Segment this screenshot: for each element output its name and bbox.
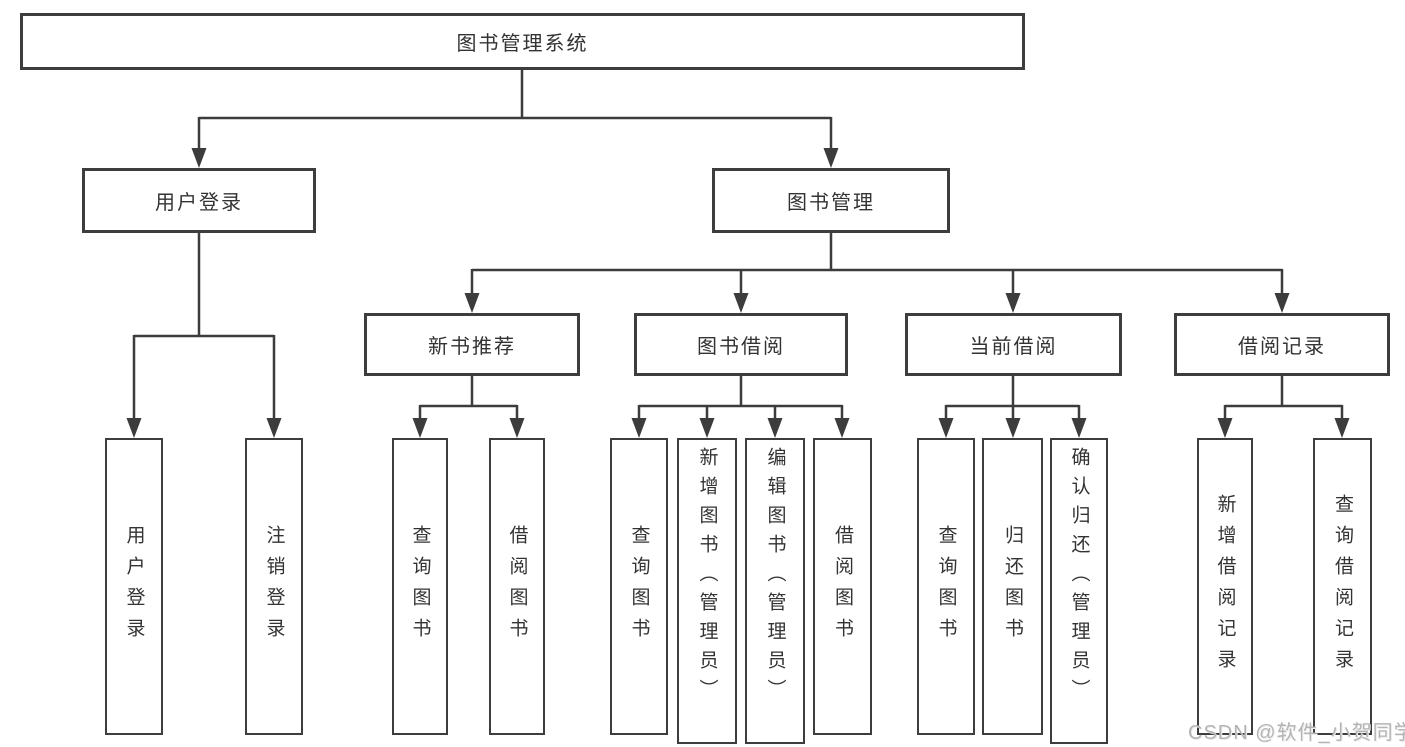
leaf-logout-label: 注销登录 — [263, 524, 285, 649]
leaf-confirm-return-admin: 确认归还（管理员） — [1050, 438, 1108, 744]
arrowhead — [834, 418, 850, 438]
arrowhead — [699, 418, 715, 438]
leaf-query-books-recommend: 查询图书 — [392, 438, 448, 735]
node-current-borrow-label: 当前借阅 — [969, 336, 1058, 358]
arrowhead — [1005, 293, 1021, 313]
leaf-query-books-current-label: 查询图书 — [935, 524, 957, 649]
arrowhead — [464, 293, 480, 313]
arrowhead — [1005, 418, 1021, 438]
node-current-borrow: 当前借阅 — [905, 313, 1122, 376]
leaf-confirm-return-admin-label: 确认归还（管理员） — [1068, 447, 1090, 708]
leaf-logout: 注销登录 — [245, 438, 303, 735]
arrowhead — [509, 418, 525, 438]
node-borrow-records-label: 借阅记录 — [1238, 336, 1326, 358]
leaf-borrow-books-recommend-label: 借阅图书 — [506, 524, 528, 649]
connector-book-management-branch — [470, 233, 1284, 295]
node-book-borrow: 图书借阅 — [634, 313, 848, 376]
arrowhead — [823, 148, 839, 168]
leaf-query-books-recommend-label: 查询图书 — [409, 524, 431, 649]
arrowhead — [126, 418, 142, 438]
leaf-add-book-admin: 新增图书（管理员） — [677, 438, 737, 744]
node-new-book-recommend: 新书推荐 — [364, 313, 580, 376]
arrowhead — [1071, 418, 1087, 438]
arrowhead — [631, 418, 647, 438]
leaf-borrow-books-borrow: 借阅图书 — [813, 438, 872, 735]
leaf-query-books-borrow-label: 查询图书 — [628, 524, 650, 649]
node-book-management: 图书管理 — [712, 168, 950, 233]
leaf-return-book: 归还图书 — [982, 438, 1043, 735]
leaf-query-books-current: 查询图书 — [917, 438, 975, 735]
arrowhead — [412, 418, 428, 438]
node-book-borrow-label: 图书借阅 — [697, 336, 785, 358]
leaf-query-books-borrow: 查询图书 — [610, 438, 668, 735]
leaf-add-book-admin-label: 新增图书（管理员） — [696, 447, 718, 708]
arrowhead — [733, 293, 749, 313]
arrowhead — [1334, 418, 1350, 438]
node-borrow-records: 借阅记录 — [1174, 313, 1390, 376]
arrowhead — [938, 418, 954, 438]
leaf-edit-book-admin: 编辑图书（管理员） — [745, 438, 805, 744]
leaf-query-borrow-record: 查询借阅记录 — [1313, 438, 1372, 735]
connector-root-branch — [197, 70, 833, 150]
node-library-system: 图书管理系统 — [20, 13, 1025, 70]
leaf-user-login-label: 用户登录 — [123, 524, 145, 649]
connector-borrow-records-branch — [1223, 376, 1344, 420]
node-library-system-label: 图书管理系统 — [456, 33, 589, 55]
leaf-add-borrow-record: 新增借阅记录 — [1197, 438, 1253, 735]
leaf-edit-book-admin-label: 编辑图书（管理员） — [764, 447, 786, 708]
connector-current-borrow-branch — [944, 376, 1081, 420]
node-user-login: 用户登录 — [82, 168, 316, 233]
node-book-management-label: 图书管理 — [787, 192, 875, 214]
connector-lines — [132, 70, 1344, 420]
leaf-add-borrow-record-label: 新增借阅记录 — [1214, 493, 1236, 680]
arrowhead — [767, 418, 783, 438]
node-user-login-label: 用户登录 — [155, 192, 243, 214]
arrowhead — [1274, 293, 1290, 313]
arrowhead — [266, 418, 282, 438]
leaf-borrow-books-recommend: 借阅图书 — [489, 438, 545, 735]
connector-book-borrow-branch — [637, 376, 844, 420]
csdn-watermark: CSDN @软件_小贺同学 — [1188, 722, 1405, 744]
node-new-book-recommend-label: 新书推荐 — [428, 336, 516, 358]
leaf-return-book-label: 归还图书 — [1002, 524, 1023, 649]
leaf-query-borrow-record-label: 查询借阅记录 — [1332, 493, 1353, 680]
connector-user-login-branch — [132, 233, 276, 420]
connector-new-book-branch — [418, 376, 519, 420]
arrowhead — [1217, 418, 1233, 438]
arrowhead — [191, 148, 207, 168]
leaf-user-login: 用户登录 — [105, 438, 163, 735]
arrowheads — [126, 148, 1350, 438]
leaf-borrow-books-borrow-label: 借阅图书 — [832, 524, 853, 649]
